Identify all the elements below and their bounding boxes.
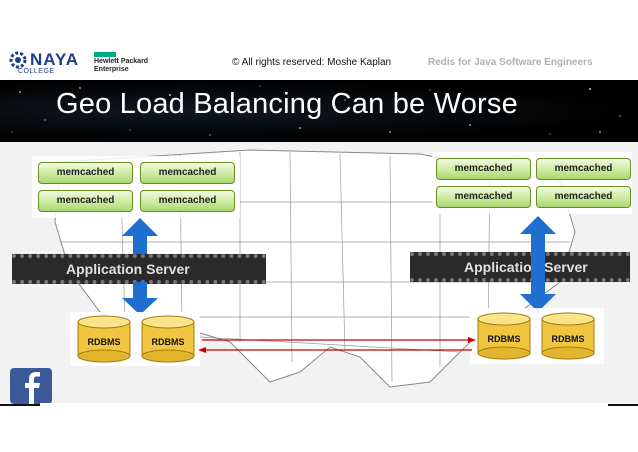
title-band <box>0 80 638 142</box>
replication-link <box>198 337 476 353</box>
course-title: Redis for Java Software Engineers <box>428 57 593 68</box>
logo-sub: COLLEGE <box>18 68 55 75</box>
right-memcached-node: memcached <box>436 186 531 208</box>
right-arrow-icon <box>520 216 556 312</box>
right-rdbms: RDBMS <box>476 312 532 360</box>
db-label: RDBMS <box>151 337 185 347</box>
right-cache-cluster: memcached memcached memcached memcached <box>432 152 632 214</box>
naya-logo-graphic <box>9 51 27 69</box>
database-icon <box>77 315 131 363</box>
facebook-logo-graphic <box>10 368 52 404</box>
left-memcached-node: memcached <box>140 190 235 212</box>
left-db-cluster: RDBMS RDBMS <box>70 312 200 366</box>
left-rdbms: RDBMS <box>140 315 196 363</box>
right-memcached-node: memcached <box>536 158 631 180</box>
right-memcached-node: memcached <box>436 158 531 180</box>
facebook-icon[interactable] <box>10 368 52 404</box>
left-lower-arrow-icon <box>122 282 158 315</box>
copyright-text: © All rights reserved: Moshe Kaplan <box>232 57 392 68</box>
starfield-decoration <box>11 85 621 136</box>
slide-title: Geo Load Balancing Can be Worse <box>56 88 518 120</box>
db-label: RDBMS <box>87 337 121 347</box>
header-bar <box>0 46 638 78</box>
logo-name: NAYA <box>30 50 80 69</box>
hpe-text: Hewlett Packard Enterprise <box>94 58 149 73</box>
hpe-logo: Hewlett Packard Enterprise <box>94 52 164 76</box>
hpe-bar-icon <box>94 52 116 57</box>
naya-college-logo: NAYA COLLEGE <box>8 50 88 78</box>
left-memcached-node: memcached <box>140 162 235 184</box>
right-memcached-node: memcached <box>536 186 631 208</box>
left-memcached-node: memcached <box>38 162 133 184</box>
database-icon <box>541 312 595 360</box>
left-rdbms: RDBMS <box>76 315 132 363</box>
bottom-divider-gap <box>40 403 608 407</box>
right-db-cluster: RDBMS RDBMS <box>470 308 604 364</box>
right-rdbms: RDBMS <box>540 312 596 360</box>
left-application-server: Application Server <box>12 254 266 284</box>
db-label: RDBMS <box>487 334 521 344</box>
db-label: RDBMS <box>551 334 585 344</box>
left-cache-cluster: memcached memcached memcached memcached <box>32 156 240 218</box>
database-icon <box>477 312 531 360</box>
left-upper-arrow-icon <box>122 218 158 254</box>
right-application-server: Application Server <box>410 252 630 282</box>
database-icon <box>141 315 195 363</box>
left-memcached-node: memcached <box>38 190 133 212</box>
